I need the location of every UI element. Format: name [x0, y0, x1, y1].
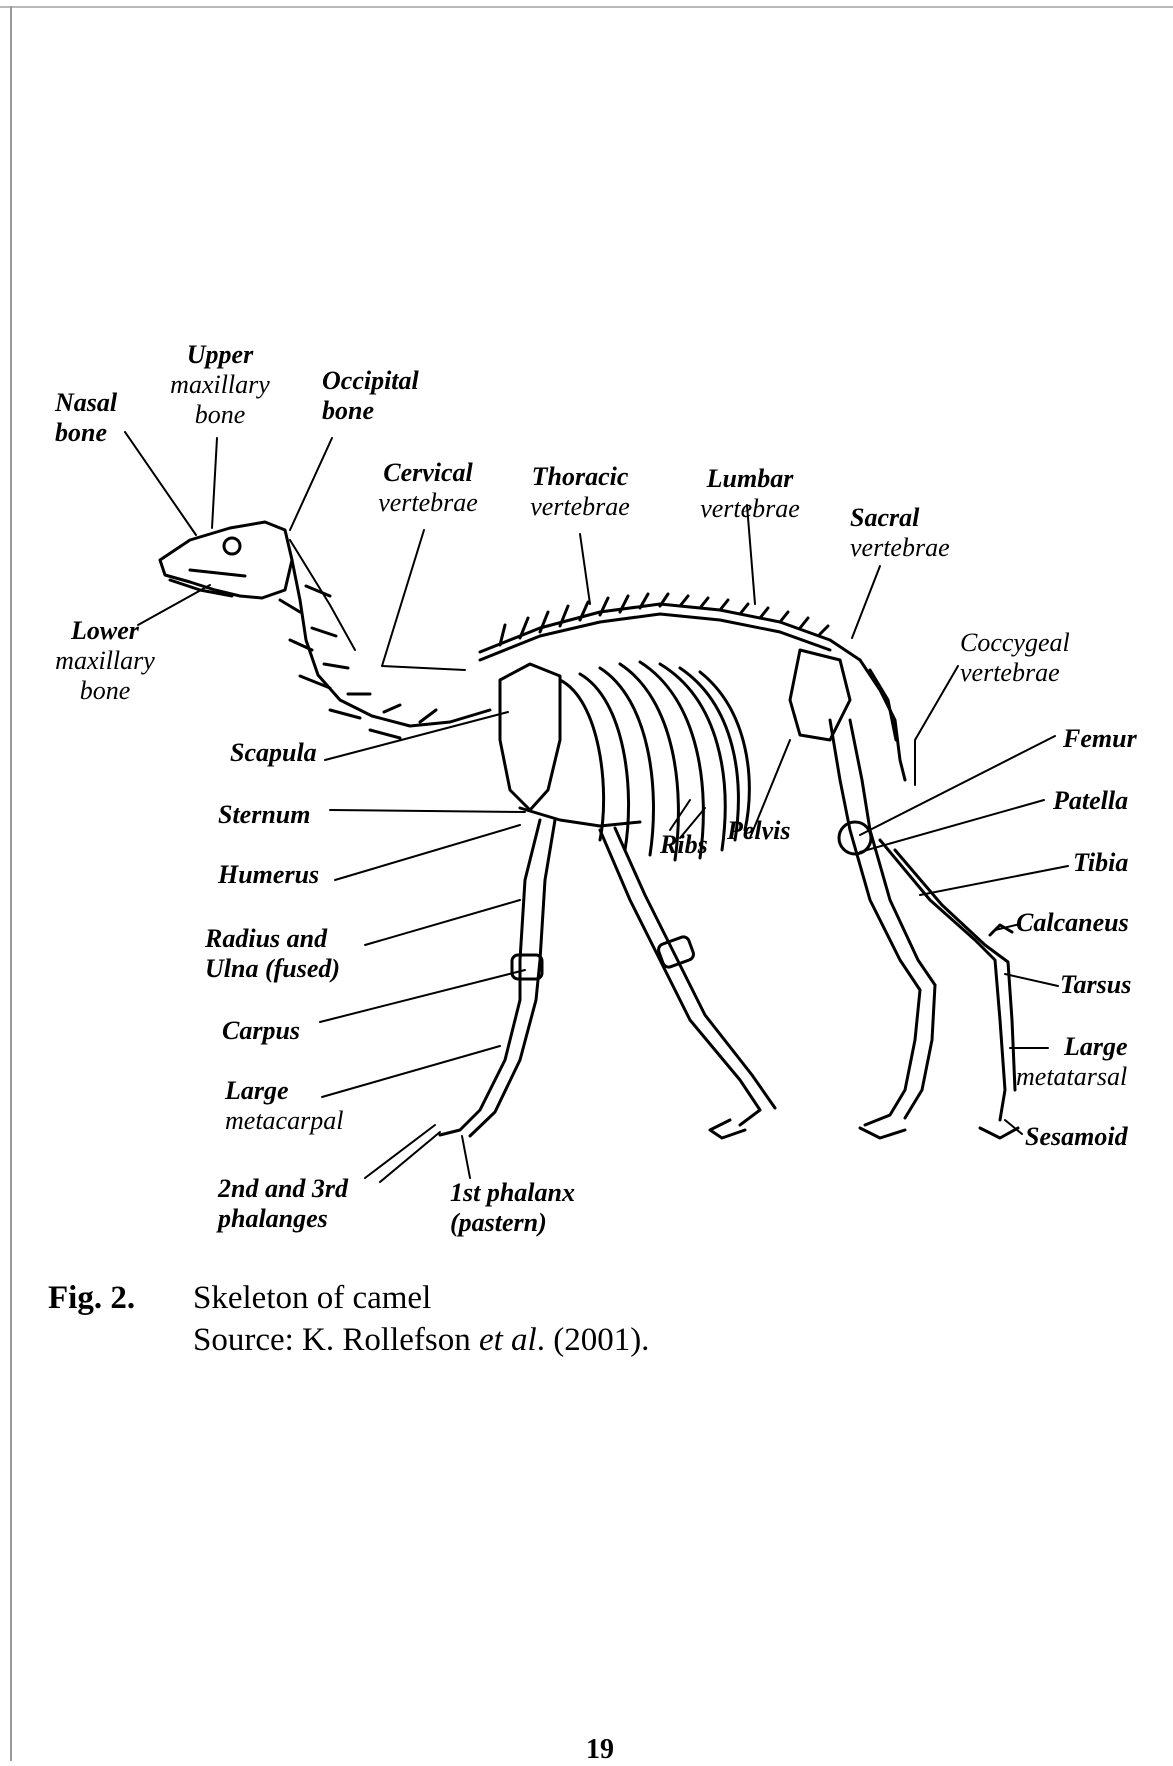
cervical-vertebrae-drawing: [280, 560, 490, 738]
label-line: Lumbar: [690, 464, 810, 494]
label-line: Large: [1016, 1032, 1128, 1062]
label-sesamoid: Sesamoid: [1025, 1122, 1128, 1152]
label-line: 1st phalanx: [450, 1178, 575, 1208]
label-line: metacarpal: [225, 1106, 343, 1136]
label-line: vertebrae: [690, 494, 810, 524]
skull-drawing: [160, 522, 292, 598]
label-pelvis: Pelvis: [727, 816, 791, 846]
label-sacral-vertebrae: Sacral vertebrae: [850, 503, 950, 563]
label-line: maxillary: [160, 370, 280, 400]
source-etal: et al: [479, 1322, 537, 1358]
label-line: bone: [160, 400, 280, 430]
label-line: vertebrae: [850, 533, 950, 563]
hind-leg-2-drawing: [880, 840, 1018, 1138]
label-line: bone: [55, 418, 117, 448]
tail-drawing: [860, 660, 905, 780]
label-line: phalanges: [218, 1204, 348, 1234]
label-line: vertebrae: [368, 488, 488, 518]
label-tibia: Tibia: [1073, 848, 1128, 878]
label-thoracic-vertebrae: Thoracic vertebrae: [520, 462, 640, 522]
label-line: vertebrae: [520, 492, 640, 522]
label-line: (pastern): [450, 1208, 575, 1238]
label-line: Sacral: [850, 503, 950, 533]
label-line: Lower: [45, 616, 165, 646]
label-line: Radius and: [205, 924, 340, 954]
label-line: Ulna (fused): [205, 954, 340, 984]
label-line: maxillary: [45, 646, 165, 676]
label-line: vertebrae: [960, 658, 1070, 688]
hind-leg-drawing: [830, 720, 935, 1138]
label-line: Upper: [160, 340, 280, 370]
label-upper-maxillary-bone: Upper maxillary bone: [160, 340, 280, 430]
label-sternum: Sternum: [218, 800, 311, 830]
label-line: Thoracic: [520, 462, 640, 492]
figure-title: Skeleton of camel: [193, 1280, 431, 1317]
label-line: Coccygeal: [960, 628, 1070, 658]
label-large-metatarsal: Large metatarsal: [1016, 1032, 1128, 1092]
label-line: bone: [322, 396, 419, 426]
ribs-drawing: [560, 662, 749, 860]
label-scapula: Scapula: [230, 738, 317, 768]
label-line: 2nd and 3rd: [218, 1174, 348, 1204]
label-radius-ulna: Radius and Ulna (fused): [205, 924, 340, 984]
scapula-drawing: [500, 664, 560, 810]
label-lumbar-vertebrae: Lumbar vertebrae: [690, 464, 810, 524]
pelvis-drawing: [790, 650, 850, 740]
source-year: . (2001).: [537, 1322, 650, 1358]
label-line: Occipital: [322, 366, 419, 396]
label-line: Large: [225, 1076, 343, 1106]
label-2nd-3rd-phalanges: 2nd and 3rd phalanges: [218, 1174, 348, 1234]
label-cervical-vertebrae: Cervical vertebrae: [368, 458, 488, 518]
label-carpus: Carpus: [222, 1016, 300, 1046]
label-humerus: Humerus: [218, 860, 319, 890]
label-line: Nasal: [55, 388, 117, 418]
figure-number: Fig. 2.: [48, 1280, 135, 1317]
label-calcaneus: Calcaneus: [1016, 908, 1129, 938]
label-large-metacarpal: Large metacarpal: [225, 1076, 343, 1136]
label-tarsus: Tarsus: [1060, 970, 1131, 1000]
label-femur: Femur: [1063, 724, 1137, 754]
label-lower-maxillary-bone: Lower maxillary bone: [45, 616, 165, 706]
label-line: bone: [45, 676, 165, 706]
label-1st-phalanx: 1st phalanx (pastern): [450, 1178, 575, 1238]
label-coccygeal-vertebrae: Coccygeal vertebrae: [960, 628, 1070, 688]
label-occipital-bone: Occipital bone: [322, 366, 419, 426]
figure-source: Source: K. Rollefson et al. (2001).: [193, 1322, 649, 1359]
label-ribs: Ribs: [660, 830, 708, 860]
label-line: Cervical: [368, 458, 488, 488]
label-line: metatarsal: [1016, 1062, 1128, 1092]
front-leg-2-drawing: [600, 828, 775, 1138]
label-patella: Patella: [1053, 786, 1128, 816]
page-number: 19: [560, 1734, 640, 1766]
label-nasal-bone: Nasal bone: [55, 388, 117, 448]
source-text: Source: K. Rollefson: [193, 1322, 479, 1358]
